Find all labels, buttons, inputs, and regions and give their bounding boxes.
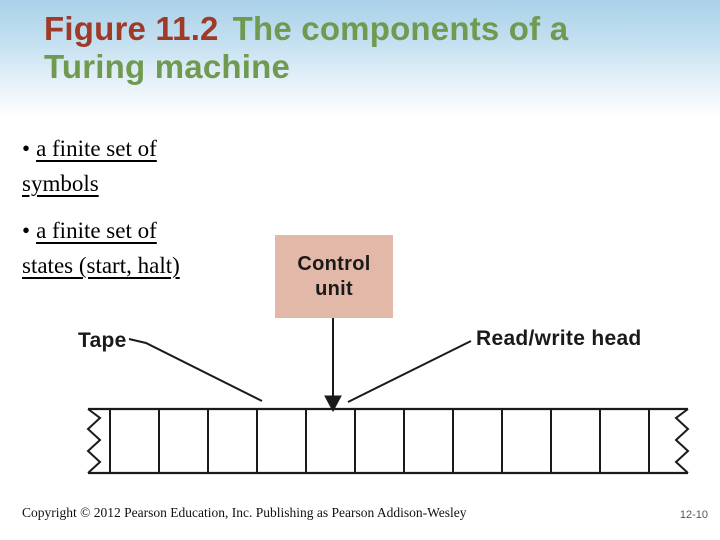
bullet-line: symbols [22,166,157,201]
title-text-line2: Turing machine [44,48,291,85]
title-text-line1: The components of a [232,10,569,47]
bullet-marker: • [22,136,31,161]
tape [86,407,690,475]
bullet-text: a finite set of [36,136,157,161]
control-unit-label-line1: Control [297,252,371,275]
read-write-head-leader-line [347,340,472,403]
arrow-head [324,395,342,413]
tape-label: Tape [78,329,127,352]
page-number: 12-10 [679,509,708,521]
bullet-line: •a finite set of [22,131,157,166]
bullet-text: a finite set of [36,218,157,243]
bullet-line: •a finite set of [22,213,180,248]
bullet-line: states (start, halt) [22,248,180,283]
tape-leader-line [128,338,263,402]
control-unit-box: Control unit [275,235,393,318]
figure-number-label: Figure 11.2 [44,10,219,47]
page-title: Figure 11.2 The components of a Turing ma… [44,10,684,86]
read-write-head-label: Read/write head [476,327,642,350]
bullet-marker: • [22,218,31,243]
control-unit-arrow [324,318,342,413]
title-line-1: Figure 11.2 The components of a [44,10,684,48]
tape-right-torn-edge [674,408,690,474]
bullet-states: •a finite set of states (start, halt) [22,213,180,283]
bullet-text: symbols [22,171,99,196]
bullet-symbols: •a finite set of symbols [22,131,157,201]
bullet-text: states (start, halt) [22,253,180,278]
tape-left-torn-edge [86,408,102,474]
tape-cell-dividers [109,409,650,473]
control-unit-label-line2: unit [315,277,353,300]
copyright-notice: Copyright © 2012 Pearson Education, Inc.… [22,505,467,520]
